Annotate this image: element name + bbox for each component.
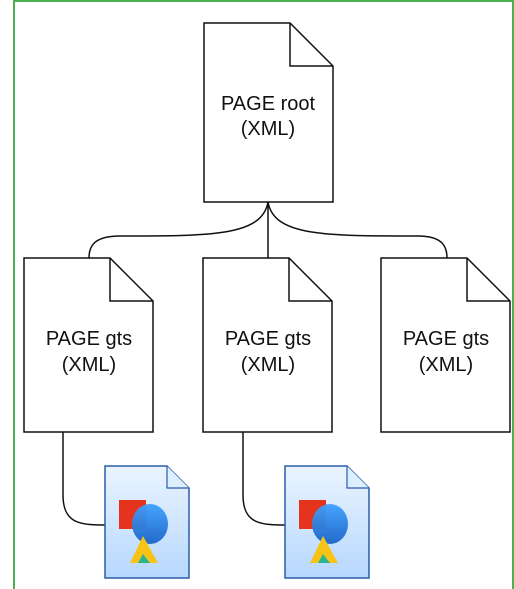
child-document-3: PAGE gts (XML) bbox=[380, 257, 511, 433]
tree-connectors bbox=[62, 201, 448, 526]
child-3-label-line1: PAGE gts bbox=[403, 328, 489, 350]
image-file-icon bbox=[104, 465, 190, 579]
connector-root-right bbox=[267, 201, 448, 259]
connector-center-image bbox=[242, 432, 289, 526]
image-file-icon bbox=[284, 465, 370, 579]
child-page-fold-2 bbox=[288, 258, 332, 302]
child-page-fold-1 bbox=[109, 258, 153, 302]
child-3-label-line2: (XML) bbox=[419, 354, 473, 376]
root-page-shape bbox=[203, 22, 334, 203]
root-page-fold bbox=[289, 23, 333, 67]
root-label-line1: PAGE root bbox=[221, 93, 316, 115]
connector-left-image bbox=[62, 432, 109, 526]
child-1-label-line1: PAGE gts bbox=[46, 328, 132, 350]
child-1-label-line2: (XML) bbox=[62, 354, 116, 376]
child-2-label-line2: (XML) bbox=[241, 354, 295, 376]
connector-root-left bbox=[88, 201, 269, 259]
child-page-fold-3 bbox=[466, 258, 510, 302]
diagram-frame bbox=[13, 0, 514, 589]
child-document-1: PAGE gts (XML) bbox=[23, 257, 154, 433]
root-document: PAGE root (XML) bbox=[203, 22, 334, 203]
root-label-line2: (XML) bbox=[241, 118, 295, 140]
child-2-label-line1: PAGE gts bbox=[225, 328, 311, 350]
child-document-2: PAGE gts (XML) bbox=[202, 257, 333, 433]
